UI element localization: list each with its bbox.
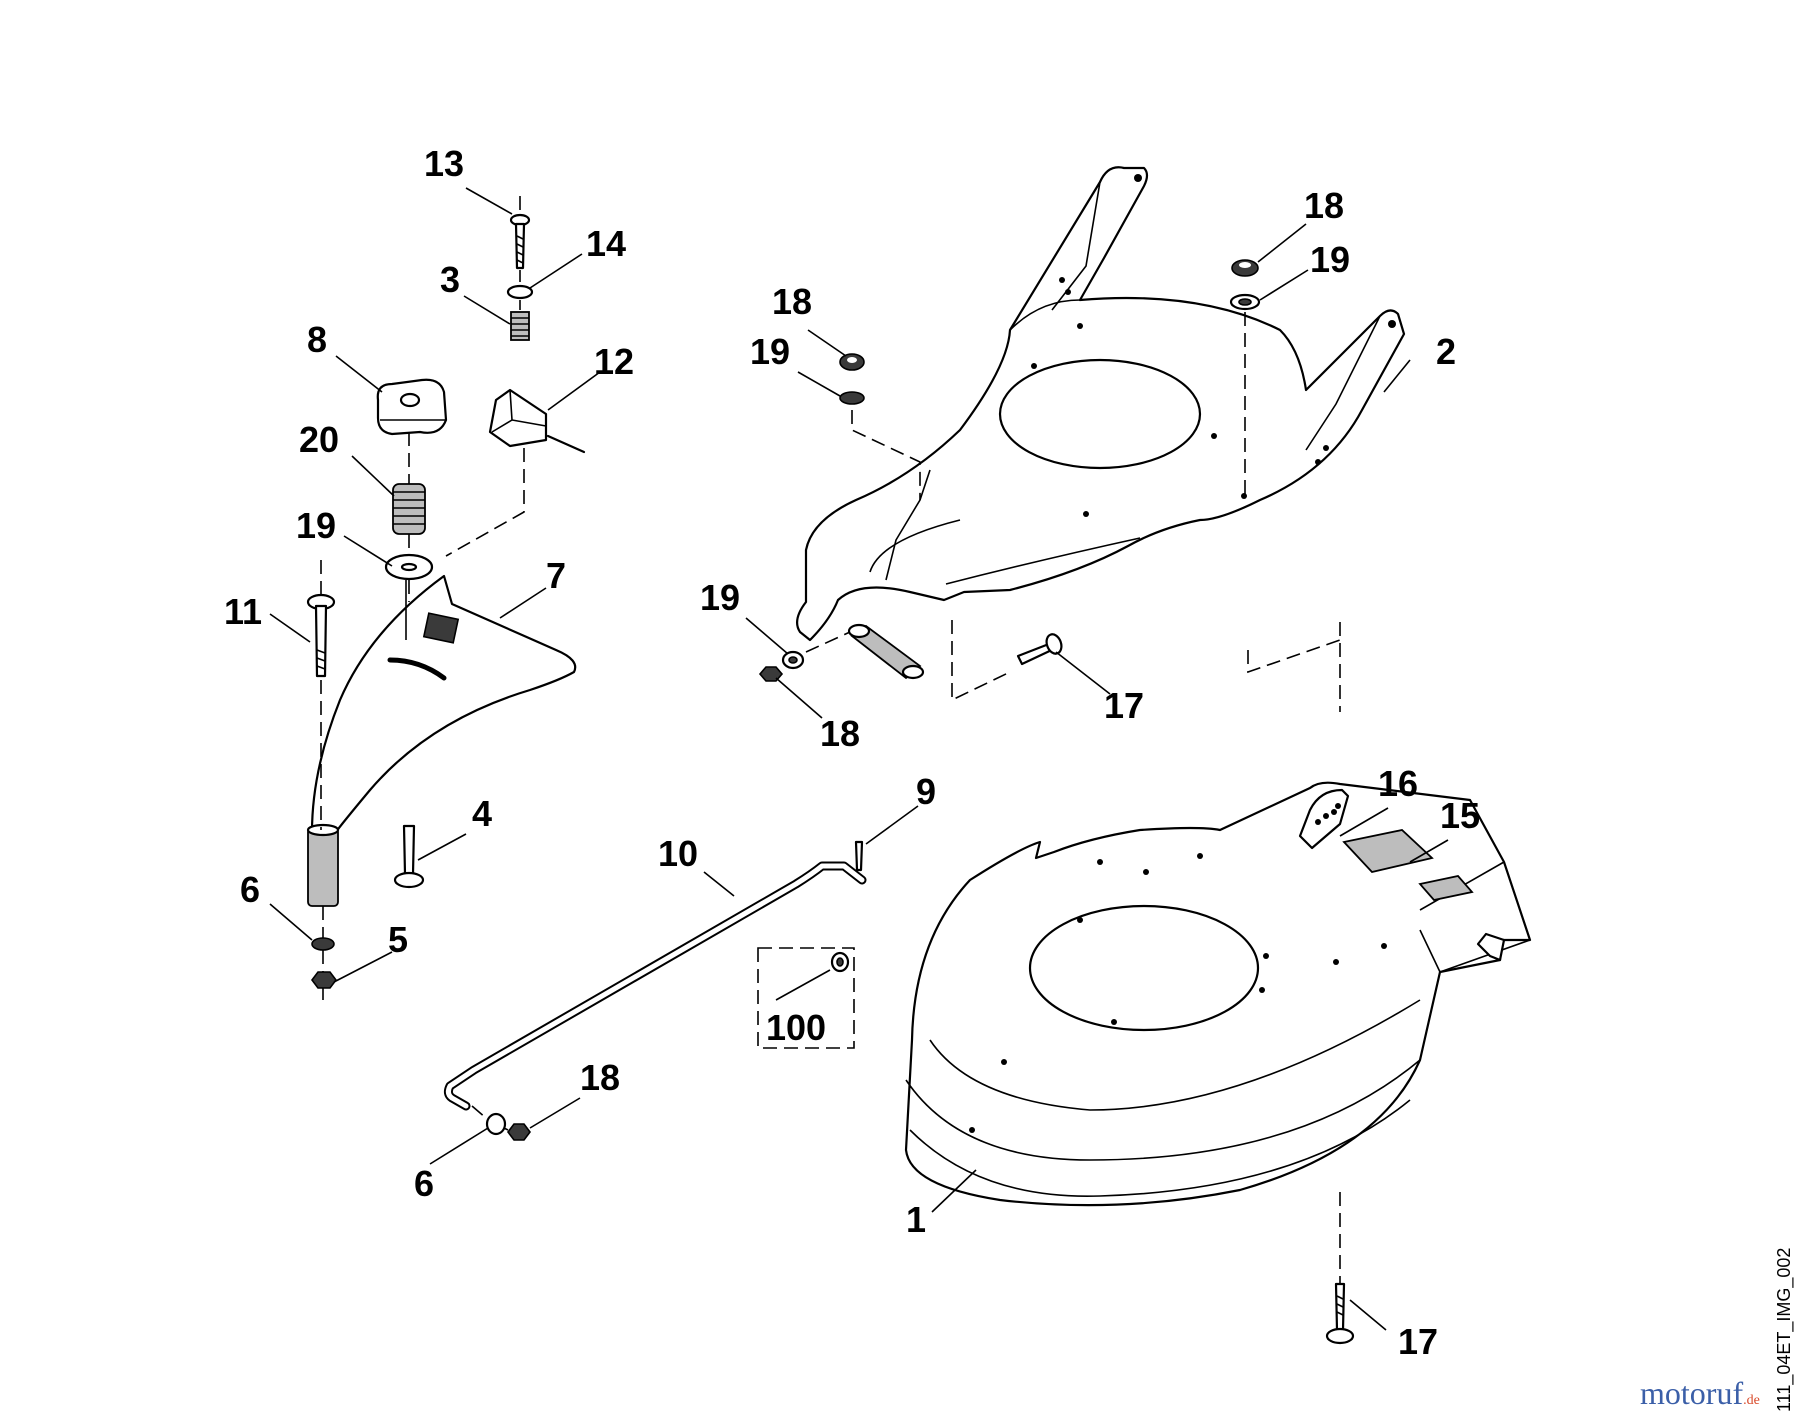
callout-14: 14 bbox=[586, 223, 626, 264]
callout-9: 9 bbox=[916, 771, 936, 812]
watermark-text: motoruf bbox=[1640, 1375, 1743, 1411]
callout-6-rod: 6 bbox=[414, 1163, 434, 1204]
callout-18-upper-right: 18 bbox=[1304, 185, 1344, 226]
callout-numbers: 13 14 3 8 12 20 19 7 11 4 6 5 18 19 2 18… bbox=[224, 143, 1480, 1362]
knob-8 bbox=[376, 378, 448, 436]
callout-17-upper: 17 bbox=[1104, 685, 1144, 726]
callout-19-left: 19 bbox=[296, 505, 336, 546]
callout-12: 12 bbox=[594, 341, 634, 382]
washer-6-left bbox=[311, 937, 335, 951]
bolt-4 bbox=[393, 824, 425, 889]
callout-16: 16 bbox=[1378, 763, 1418, 804]
callout-1: 1 bbox=[906, 1199, 926, 1240]
callout-13: 13 bbox=[424, 143, 464, 184]
callout-8: 8 bbox=[307, 319, 327, 360]
callout-10: 10 bbox=[658, 833, 698, 874]
nut-18-upper-right bbox=[1231, 259, 1259, 277]
callout-15: 15 bbox=[1440, 795, 1480, 836]
bolt-17-upper bbox=[1016, 633, 1063, 666]
spring-20 bbox=[392, 483, 426, 535]
washer-19-upper-left bbox=[839, 391, 865, 405]
motoruf-watermark: motoruf.de bbox=[1640, 1375, 1760, 1411]
lever-plate-7 bbox=[310, 574, 577, 834]
screw-13 bbox=[509, 213, 531, 270]
callout-18-axle: 18 bbox=[820, 713, 860, 754]
washer-6-rod bbox=[485, 1112, 507, 1136]
housing-axle bbox=[847, 623, 925, 680]
nut-18-upper-left bbox=[839, 353, 865, 371]
height-plate-16 bbox=[1298, 788, 1350, 850]
callout-17-lower: 17 bbox=[1398, 1321, 1438, 1362]
watermark-suffix: .de bbox=[1743, 1393, 1760, 1408]
kit-100-box bbox=[757, 947, 855, 1049]
callout-4: 4 bbox=[472, 793, 492, 834]
svg-text:motoruf.de: motoruf.de bbox=[1640, 1375, 1760, 1411]
washer-19-upper-right bbox=[1229, 293, 1261, 311]
bolt-11 bbox=[306, 593, 336, 678]
pin-9 bbox=[854, 840, 864, 872]
spring-3 bbox=[510, 311, 530, 341]
callout-11: 11 bbox=[224, 591, 262, 632]
nut-18-rod bbox=[507, 1123, 531, 1141]
callout-5: 5 bbox=[388, 919, 408, 960]
bolt-17-lower bbox=[1325, 1282, 1355, 1345]
washer-14 bbox=[506, 284, 534, 300]
callout-6-left: 6 bbox=[240, 869, 260, 910]
callout-20: 20 bbox=[299, 419, 339, 460]
callout-7: 7 bbox=[546, 555, 566, 596]
nut-18-axle bbox=[758, 666, 784, 682]
washer-19-axle bbox=[781, 650, 805, 670]
callout-2: 2 bbox=[1436, 331, 1456, 372]
callout-3: 3 bbox=[440, 259, 460, 300]
callout-19-axle: 19 bbox=[700, 577, 740, 618]
block-12 bbox=[488, 388, 586, 454]
nut-5 bbox=[311, 971, 337, 989]
callout-19-upper-right: 19 bbox=[1310, 239, 1350, 280]
leader-lines bbox=[269, 187, 1449, 1331]
callout-100: 100 bbox=[766, 1007, 826, 1048]
callout-18-upper-left: 18 bbox=[772, 281, 812, 322]
rod-10 bbox=[443, 861, 867, 1111]
upper-housing-2 bbox=[795, 166, 1406, 642]
lever-tube bbox=[306, 823, 340, 907]
callout-18-rod: 18 bbox=[580, 1057, 620, 1098]
callout-19-upper-left: 19 bbox=[750, 331, 790, 372]
washer-19-left bbox=[384, 553, 434, 581]
image-code: 111_04ET_IMG_002 bbox=[1774, 1248, 1795, 1412]
